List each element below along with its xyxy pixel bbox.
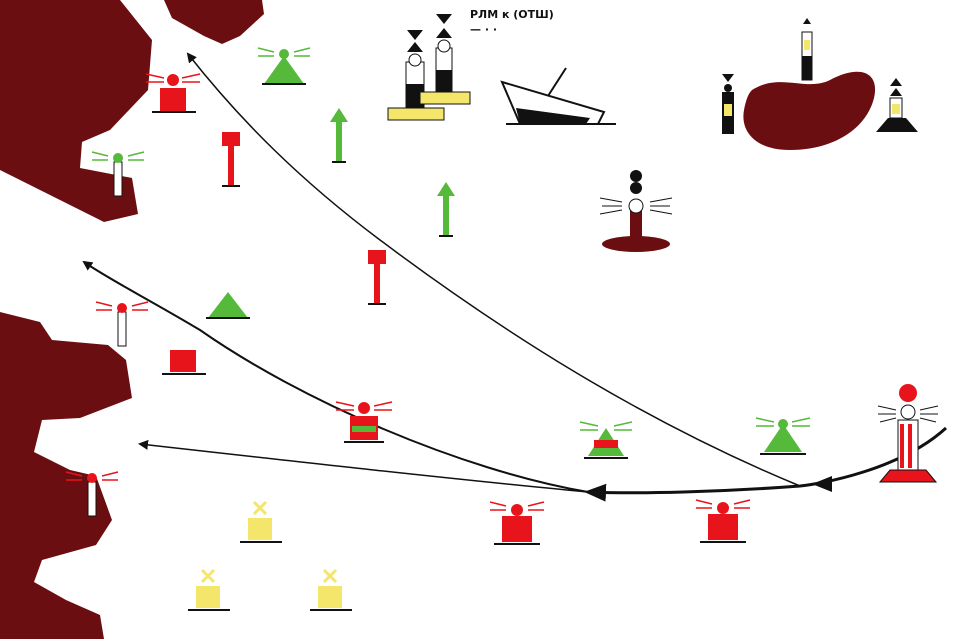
island-right <box>743 71 876 150</box>
lighthouse-icon <box>95 301 149 347</box>
yellow-special-buoy-icon <box>188 568 230 611</box>
red-can-buoy-icon <box>695 499 751 543</box>
course-to-west <box>82 260 589 493</box>
header-label: РЛМ к (ОТШ) <box>470 8 554 21</box>
course-main <box>584 426 948 502</box>
red-can-buoy-icon <box>489 501 545 545</box>
course-to-north <box>186 52 801 487</box>
red-can-buoy-icon <box>145 73 201 113</box>
red-can-buoy-icon <box>162 350 206 375</box>
safe-water-buoy-icon <box>877 384 939 483</box>
cardinal-buoy-icon <box>801 18 813 81</box>
cardinal-buoy-icon <box>419 14 471 105</box>
red-can-buoy-icon <box>335 401 393 443</box>
yellow-special-buoy-icon <box>310 568 352 611</box>
red-can-buoy-icon <box>222 132 240 187</box>
green-cone-buoy-icon <box>257 47 311 85</box>
red-can-buoy-icon <box>368 250 386 305</box>
green-cone-buoy-icon <box>330 108 348 163</box>
green-cone-buoy-icon <box>579 421 633 459</box>
lighthouse-icon <box>91 151 145 197</box>
header-sublabel: — · · <box>470 23 497 36</box>
coastline-top <box>0 0 152 222</box>
green-cone-buoy-icon <box>755 417 811 455</box>
cardinal-buoy-icon <box>722 74 734 134</box>
yellow-special-buoy-icon <box>240 500 282 543</box>
course-to-southwest <box>138 439 589 493</box>
green-cone-buoy-icon <box>437 182 455 237</box>
lighthouse-icon <box>65 471 119 517</box>
island-top <box>164 0 264 44</box>
coastline-bottom <box>0 312 132 639</box>
course-arrow-head-2 <box>812 476 832 492</box>
isolated-danger-buoy-icon <box>599 170 673 252</box>
course-arrow-icon <box>82 52 948 502</box>
green-cone-buoy-icon <box>206 292 250 319</box>
wreck-icon <box>500 67 616 125</box>
cardinal-buoy-icon <box>876 78 918 132</box>
